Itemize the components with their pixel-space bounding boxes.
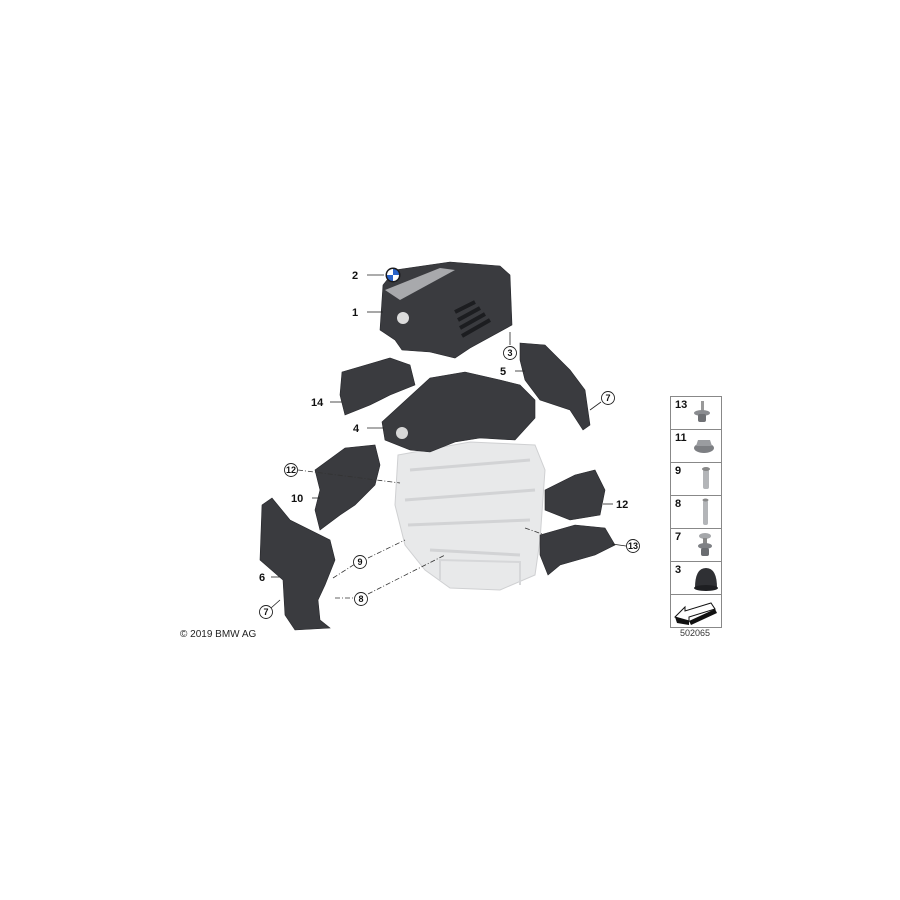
- legend-row-11: 11: [671, 430, 721, 463]
- screw-with-washer-icon: [694, 401, 710, 422]
- expanding-rivet-short-icon: [702, 467, 710, 489]
- legend-row-13: 13: [671, 397, 721, 430]
- fastener-legend: 13 11 9 8 7 3: [670, 396, 722, 628]
- legend-label: 13: [675, 399, 688, 411]
- callout-9: 9: [357, 557, 362, 567]
- legend-row-arrow: [671, 595, 721, 627]
- part-5-acoustic-cover[interactable]: [519, 342, 591, 431]
- part-6-timing-cover-insulation[interactable]: [259, 497, 336, 631]
- part-1-engine-cover[interactable]: [379, 261, 513, 359]
- engine-block: [394, 441, 546, 591]
- legend-label: 3: [675, 564, 682, 576]
- part-4-insulation-cover[interactable]: [381, 371, 536, 453]
- callout-7-right: 7: [605, 393, 610, 403]
- callout-12: 12: [616, 499, 628, 511]
- legend-label: 9: [675, 465, 682, 477]
- callout-8: 8: [358, 594, 363, 604]
- legend-row-8: 8: [671, 496, 721, 529]
- callout-10: 10: [291, 493, 303, 505]
- legend-row-3: 3: [671, 562, 721, 595]
- legend-row-9: 9: [671, 463, 721, 496]
- rubber-grommet-icon: [694, 568, 718, 591]
- direction-arrow-icon: [674, 602, 717, 625]
- part-10-insulation[interactable]: [314, 444, 381, 531]
- legend-label: 11: [675, 432, 687, 444]
- part-13-insulation[interactable]: [539, 524, 616, 576]
- callout-7-left: 7: [263, 607, 268, 617]
- callout-13: 13: [628, 541, 638, 551]
- cover-opening: [396, 427, 408, 439]
- callout-6: 6: [259, 572, 265, 584]
- callout-5: 5: [500, 366, 506, 378]
- part-12-insulation[interactable]: [544, 469, 606, 521]
- leader-lines: [270, 274, 627, 609]
- diagram-number: 502065: [679, 628, 711, 638]
- callout-3: 3: [507, 348, 512, 358]
- push-clip-icon: [698, 533, 712, 556]
- part-2-bmw-emblem[interactable]: [385, 267, 401, 283]
- legend-label: 7: [675, 531, 682, 543]
- hex-nut-with-flange-icon: [694, 440, 714, 453]
- callout-2: 2: [352, 270, 358, 282]
- callout-11: 12: [286, 465, 296, 475]
- callout-1: 1: [352, 307, 358, 319]
- legend-row-7: 7: [671, 529, 721, 562]
- copyright-notice: © 2019 BMW AG: [180, 629, 257, 640]
- legend-label: 8: [675, 498, 682, 510]
- expanding-rivet-long-icon: [702, 498, 709, 525]
- callout-4: 4: [353, 423, 360, 435]
- callout-14: 14: [311, 397, 324, 409]
